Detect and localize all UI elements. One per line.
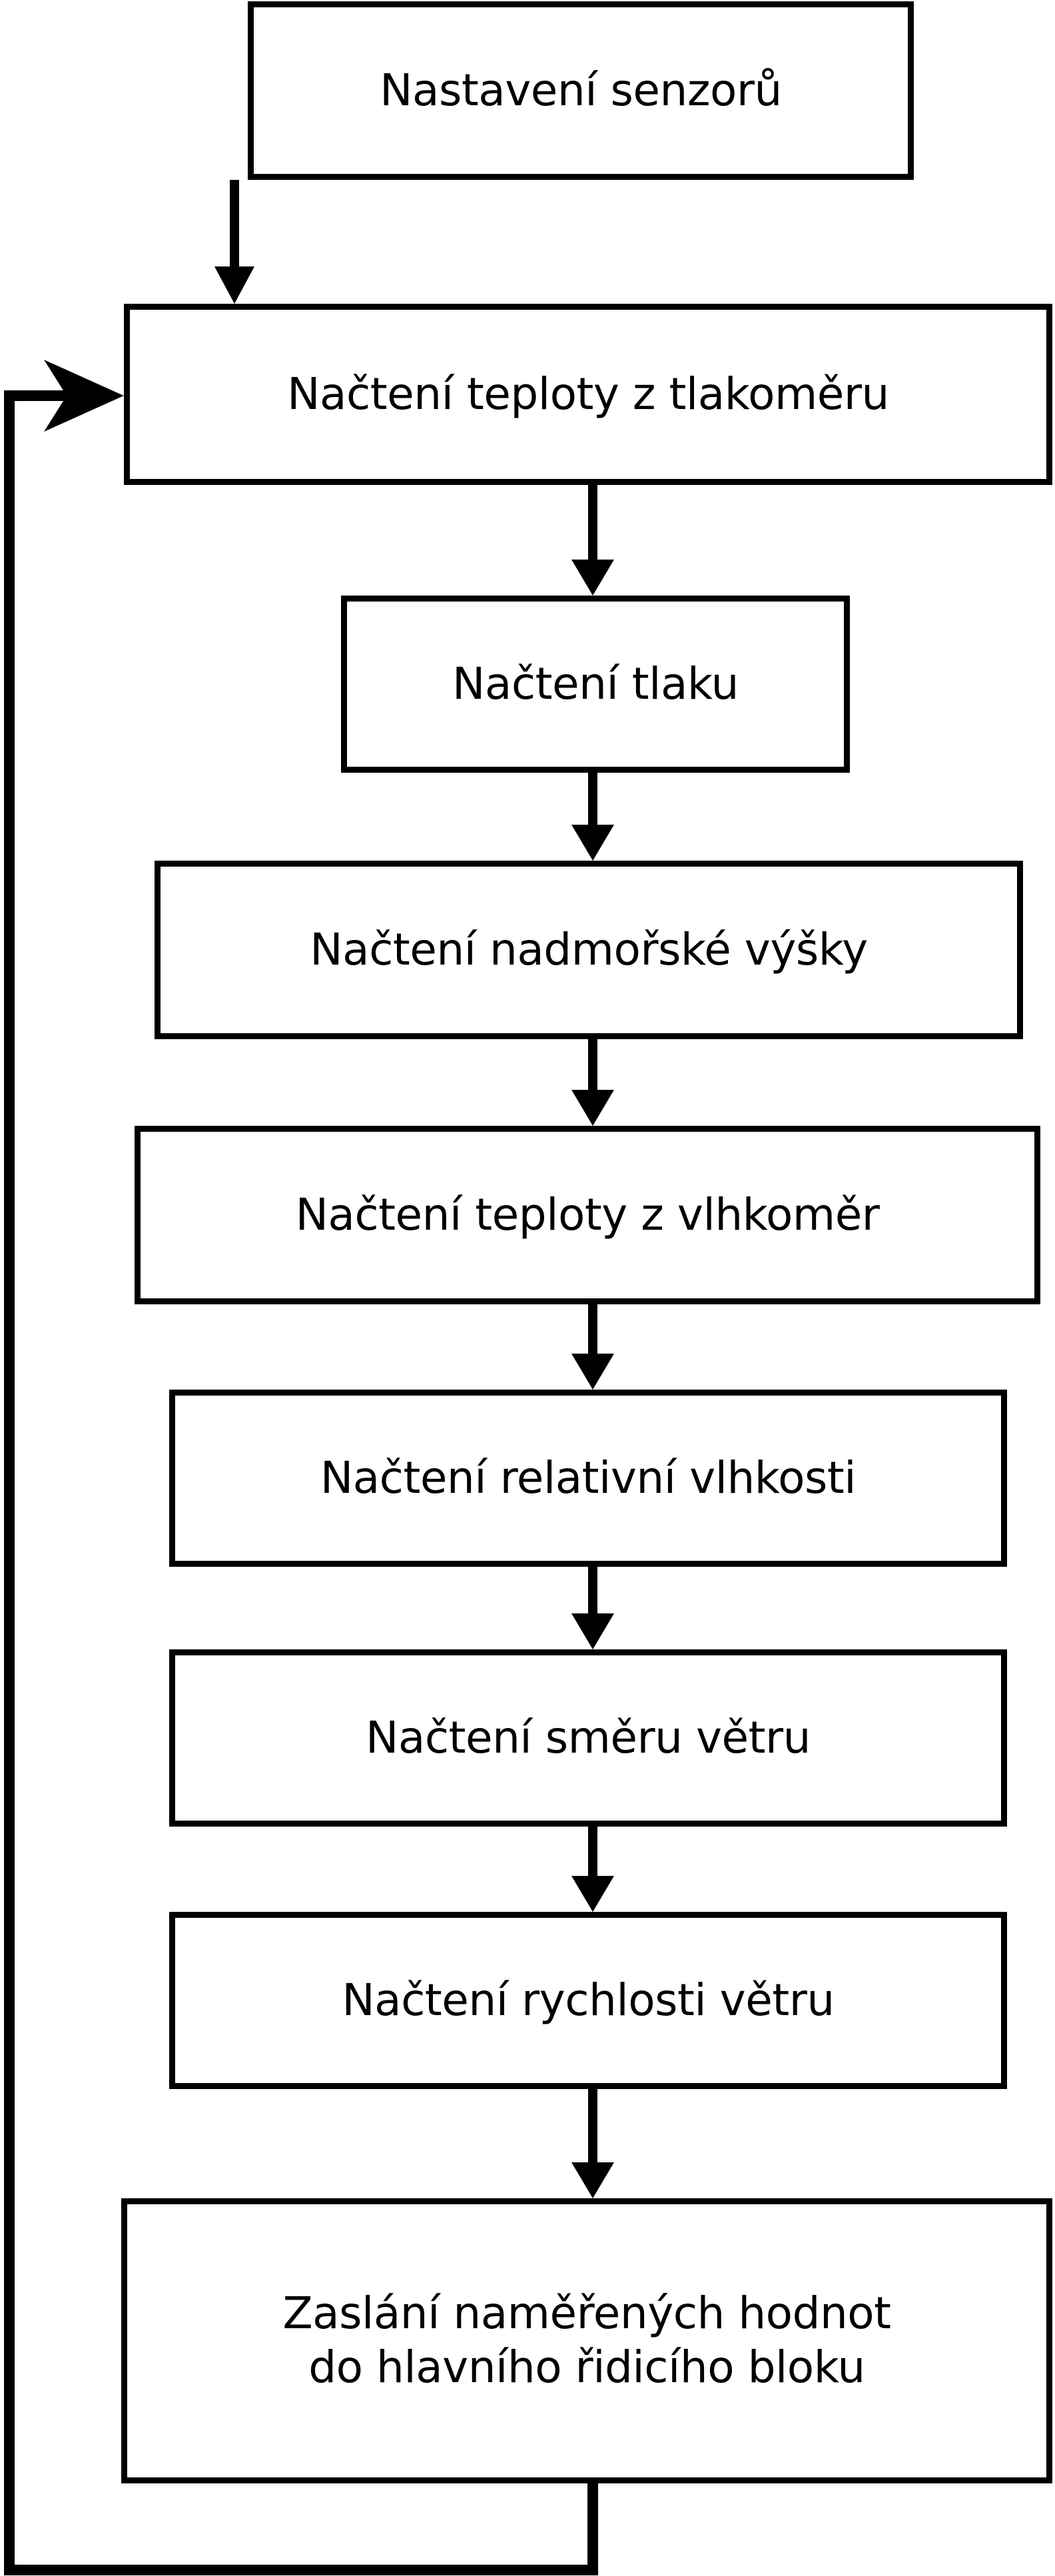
arrow-setup-to-temp-barometer: [214, 180, 254, 304]
node-label: Načtení teploty z tlakoměru: [287, 368, 889, 420]
node-nastaveni-senzoru[interactable]: Nastavení senzorů: [248, 1, 914, 180]
arrow-wind-speed-to-send-values: [571, 2089, 614, 2198]
node-label: Načtení relativní vlhkosti: [320, 1452, 857, 1504]
node-label: Načtení rychlosti větru: [342, 1974, 835, 2026]
node-label: Načtení směru větru: [366, 1712, 811, 1764]
node-nacteni-teploty-z-vlhkomer[interactable]: Načtení teploty z vlhkoměr: [135, 1126, 1040, 1304]
loop-arrow-send-values-to-temp-barometer: [4, 360, 598, 2575]
node-nacteni-rychlosti-vetru[interactable]: Načtení rychlosti větru: [169, 1912, 1007, 2089]
node-label: Nastavení senzorů: [380, 65, 782, 117]
node-zaslani-namerenych-hodnot[interactable]: Zaslání naměřených hodnot do hlavního ři…: [121, 2198, 1052, 2483]
arrow-temp-barometer-to-pressure: [571, 485, 614, 596]
node-nacteni-relativni-vlhkosti[interactable]: Načtení relativní vlhkosti: [169, 1390, 1007, 1567]
node-nacteni-nadmorske-vysky[interactable]: Načtení nadmořské výšky: [155, 861, 1023, 1039]
node-nacteni-smeru-vetru[interactable]: Načtení směru větru: [169, 1649, 1007, 1827]
node-nacteni-teploty-z-tlakomeru[interactable]: Načtení teploty z tlakoměru: [124, 304, 1052, 485]
node-label: Načtení tlaku: [452, 658, 739, 710]
arrow-wind-direction-to-wind-speed: [571, 1827, 614, 1912]
arrow-temp-hygrometer-to-humidity: [571, 1304, 614, 1390]
node-label: Načtení nadmořské výšky: [310, 924, 868, 976]
arrow-humidity-to-wind-direction: [571, 1567, 614, 1649]
node-label: Zaslání naměřených hodnot do hlavního ři…: [282, 2288, 891, 2393]
node-label: Načtení teploty z vlhkoměr: [295, 1189, 880, 1241]
arrow-altitude-to-temp-hygrometer: [571, 1039, 614, 1126]
node-nacteni-tlaku[interactable]: Načtení tlaku: [341, 596, 850, 773]
arrow-pressure-to-altitude: [571, 773, 614, 861]
